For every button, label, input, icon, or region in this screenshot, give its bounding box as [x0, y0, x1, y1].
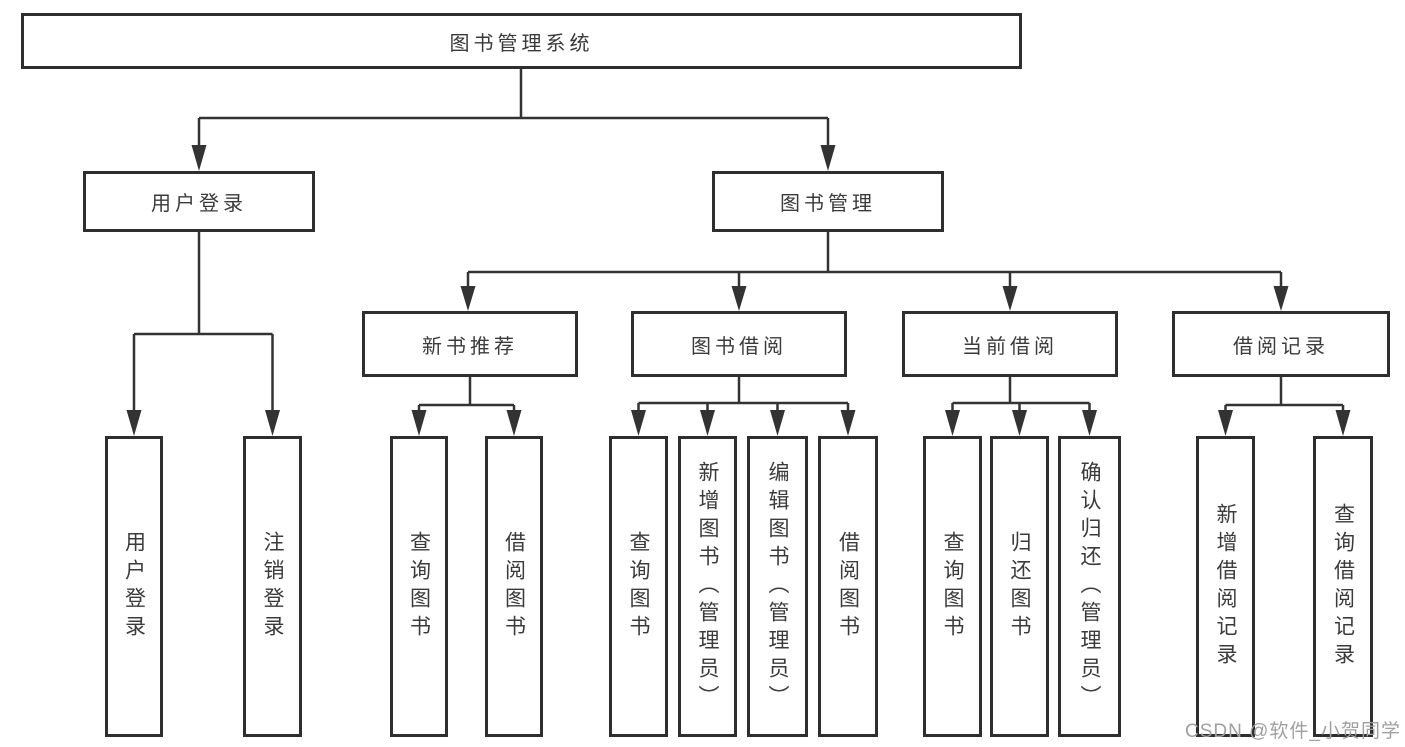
- leaf-user-login: 用户登录: [105, 436, 163, 737]
- leaf-current-confirm-return-admin-label: 确认归还（管理员）: [1078, 460, 1101, 713]
- node-root-library-system: 图书管理系统: [21, 13, 1022, 69]
- node-borrow-records: 借阅记录: [1172, 311, 1390, 377]
- leaf-recommend-query-book: 查询图书: [390, 436, 448, 737]
- leaf-borrow-borrow-book: 借阅图书: [818, 436, 878, 737]
- connector-root-to-level2: [191, 68, 836, 171]
- leaf-borrow-add-book-admin: 新增图书（管理员）: [678, 436, 737, 737]
- leaf-records-query-record: 查询借阅记录: [1313, 436, 1373, 737]
- node-book-management-label: 图书管理: [780, 193, 876, 215]
- node-user-login-label: 用户登录: [151, 193, 247, 215]
- leaf-borrow-add-book-admin-label: 新增图书（管理员）: [696, 460, 719, 713]
- leaf-recommend-borrow-book: 借阅图书: [485, 436, 543, 737]
- leaf-borrow-edit-book-admin-label: 编辑图书（管理员）: [766, 460, 789, 713]
- leaf-recommend-query-book-label: 查询图书: [407, 530, 431, 643]
- connector-user-login-children: [126, 232, 280, 436]
- leaf-current-query-book-label: 查询图书: [941, 530, 964, 643]
- leaf-user-login-label: 用户登录: [122, 530, 146, 643]
- node-user-login: 用户登录: [83, 171, 315, 232]
- connector-borrow-records-children: [1218, 377, 1351, 436]
- leaf-records-add-record-label: 新增借阅记录: [1214, 502, 1237, 671]
- node-book-borrow-label: 图书借阅: [691, 335, 787, 358]
- node-book-borrow: 图书借阅: [631, 311, 847, 377]
- leaf-current-return-book: 归还图书: [990, 436, 1049, 737]
- node-new-book-recommend: 新书推荐: [362, 311, 578, 377]
- node-book-management: 图书管理: [712, 171, 944, 232]
- leaf-records-add-record: 新增借阅记录: [1196, 436, 1255, 737]
- leaf-logout-login: 注销登录: [243, 436, 302, 737]
- leaf-borrow-borrow-book-label: 借阅图书: [836, 530, 860, 643]
- node-borrow-records-label: 借阅记录: [1233, 335, 1329, 358]
- node-root-label: 图书管理系统: [449, 32, 594, 55]
- node-current-borrow: 当前借阅: [902, 311, 1118, 377]
- node-current-borrow-label: 当前借阅: [962, 335, 1058, 358]
- leaf-borrow-query-book: 查询图书: [609, 436, 668, 737]
- connector-book-management-sections: [460, 232, 1289, 311]
- connector-new-book-recommend-children: [411, 377, 522, 436]
- leaf-current-query-book: 查询图书: [923, 436, 982, 737]
- csdn-watermark: CSDN @软件_小贺同学: [1185, 721, 1401, 742]
- node-new-book-recommend-label: 新书推荐: [422, 335, 518, 358]
- leaf-current-return-book-label: 归还图书: [1008, 530, 1031, 643]
- connector-current-borrow-children: [945, 377, 1097, 436]
- leaf-current-confirm-return-admin: 确认归还（管理员）: [1058, 436, 1121, 737]
- leaf-records-query-record-label: 查询借阅记录: [1331, 502, 1355, 671]
- leaf-logout-login-label: 注销登录: [261, 530, 284, 643]
- leaf-recommend-borrow-book-label: 借阅图书: [502, 530, 526, 643]
- leaf-borrow-query-book-label: 查询图书: [627, 530, 650, 643]
- leaf-borrow-edit-book-admin: 编辑图书（管理员）: [747, 436, 808, 737]
- connector-book-borrow-children: [631, 377, 856, 436]
